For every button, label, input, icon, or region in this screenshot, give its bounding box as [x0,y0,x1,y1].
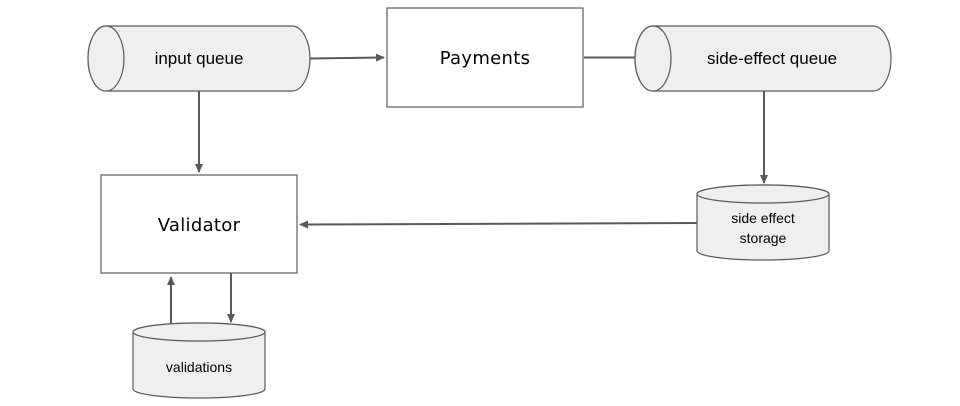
input-queue-node: input queue [87,25,311,92]
validator-node: Validator [100,174,298,274]
side-effect-queue-label: side-effect queue [707,49,837,68]
validator-label: Validator [158,215,241,236]
edge-storage-to-validator [299,220,698,229]
side-effect-storage-label-line1: side effect [731,210,795,226]
edge-input-queue-to-payments [309,53,385,62]
payments-label: Payments [440,48,531,69]
side-effect-storage-label-line2: storage [740,230,787,246]
validations-label: validations [166,359,232,375]
payments-node: Payments [386,7,584,108]
validations-node: validations [132,322,266,399]
input-queue-label: input queue [155,49,244,68]
side-effect-storage-node: side effect storage [696,184,830,261]
side-effect-queue-node: side-effect queue [634,25,892,92]
